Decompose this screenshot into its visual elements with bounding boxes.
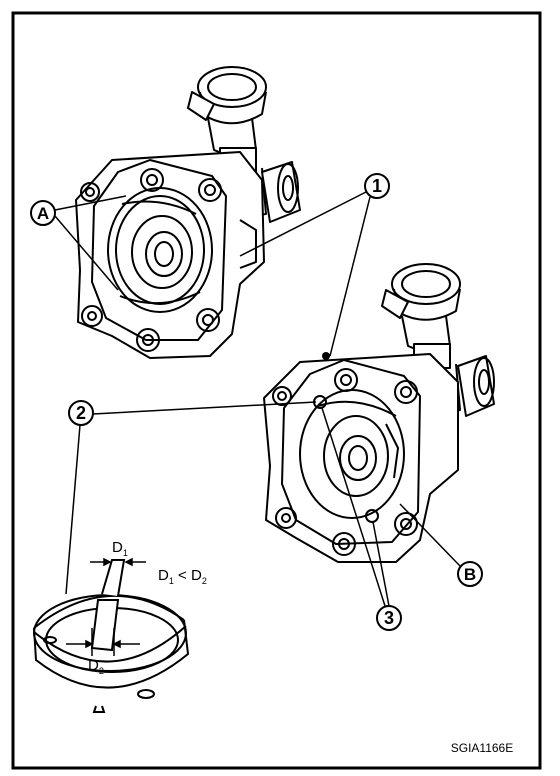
lower-cover-plate bbox=[281, 359, 421, 545]
upper-seal-rings bbox=[107, 187, 213, 313]
lower-body bbox=[263, 353, 459, 563]
figure-id: SGIA1166E bbox=[451, 741, 513, 755]
callout-3: 3 bbox=[321, 407, 402, 631]
lower-bolt-bosses bbox=[272, 368, 418, 556]
upper-bolt-bosses bbox=[80, 168, 222, 352]
callout-1: 1 bbox=[239, 173, 390, 357]
d1-label: D1 bbox=[112, 539, 128, 558]
upper-pump bbox=[75, 66, 301, 359]
lower-side-port bbox=[457, 355, 495, 417]
callout-b: B bbox=[399, 503, 483, 587]
cam-ring bbox=[33, 559, 190, 713]
callout-a: A bbox=[30, 195, 127, 291]
upper-side-port bbox=[261, 161, 301, 223]
dimension-d2 bbox=[66, 628, 140, 656]
dimension-d1 bbox=[90, 557, 146, 567]
dimension-relation: D1 < D2 bbox=[158, 567, 207, 586]
lower-rotor-area bbox=[299, 389, 405, 519]
upper-body bbox=[75, 151, 265, 359]
callout-a-label: A bbox=[37, 204, 49, 223]
diagram-border bbox=[11, 11, 542, 770]
upper-cover-plate bbox=[91, 159, 227, 341]
d2-label: D2 bbox=[88, 657, 104, 676]
lower-pump bbox=[263, 263, 495, 563]
callout-3-label: 3 bbox=[384, 608, 394, 628]
callout-b-label: B bbox=[464, 565, 476, 584]
callout-2: 2 bbox=[65, 400, 317, 595]
callout-1-label: 1 bbox=[372, 176, 382, 196]
callout-2-label: 2 bbox=[76, 403, 86, 423]
